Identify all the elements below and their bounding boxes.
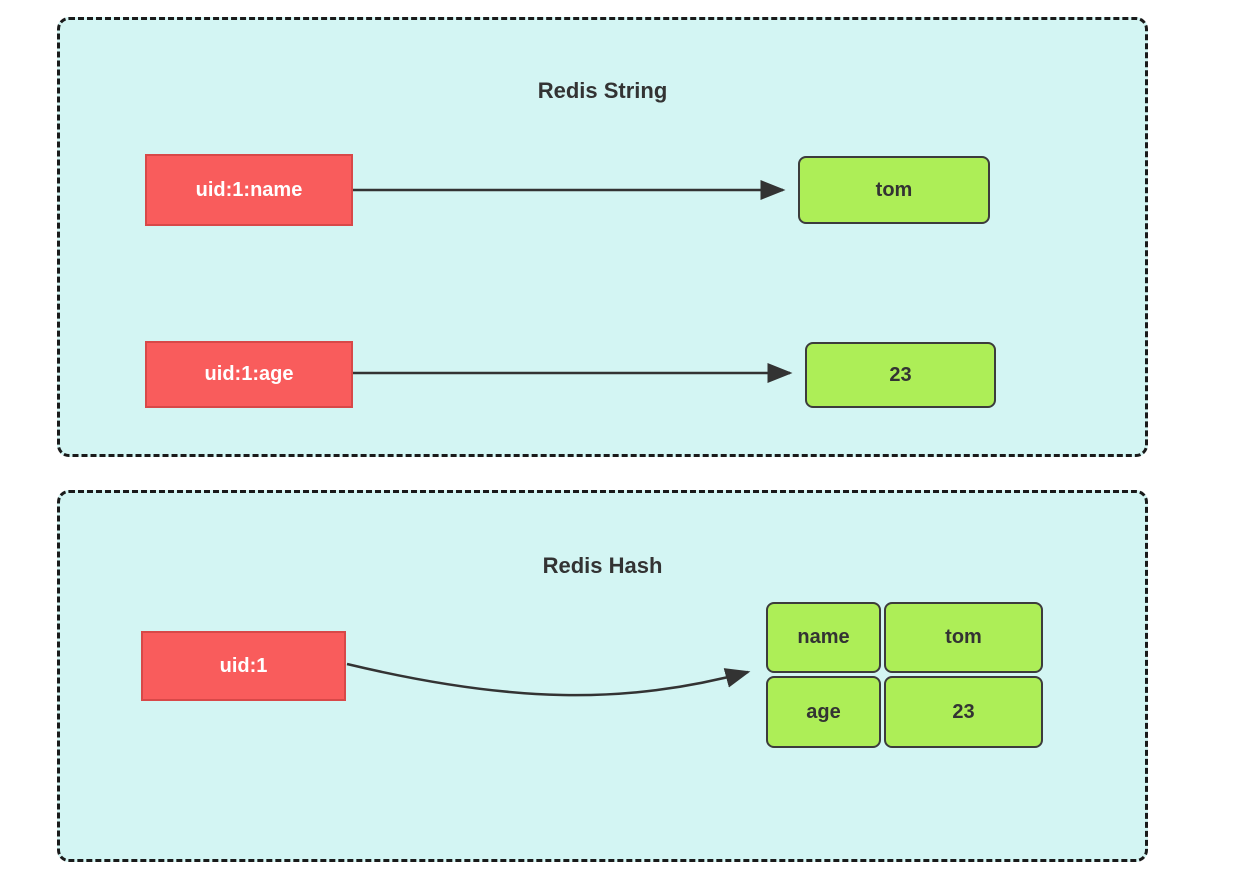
value-box-23: 23 — [805, 342, 996, 408]
redis-hash-panel: Redis Hash uid:1 name tom age 23 — [57, 490, 1148, 862]
value-box-tom: tom — [798, 156, 990, 224]
hash-field-name: name — [766, 602, 881, 673]
redis-string-title: Redis String — [537, 78, 668, 103]
redis-string-panel: Redis String uid:1:name tom uid:1:age 23 — [57, 17, 1148, 457]
hash-value-tom: tom — [884, 602, 1043, 673]
hash-table: name tom age 23 — [766, 602, 1043, 748]
hash-field-age: age — [766, 676, 881, 748]
redis-hash-title: Redis Hash — [542, 553, 663, 578]
key-box-uid-1: uid:1 — [141, 631, 346, 701]
key-box-uid-1-age: uid:1:age — [145, 341, 353, 408]
hash-value-23: 23 — [884, 676, 1043, 748]
key-box-uid-1-name: uid:1:name — [145, 154, 353, 226]
